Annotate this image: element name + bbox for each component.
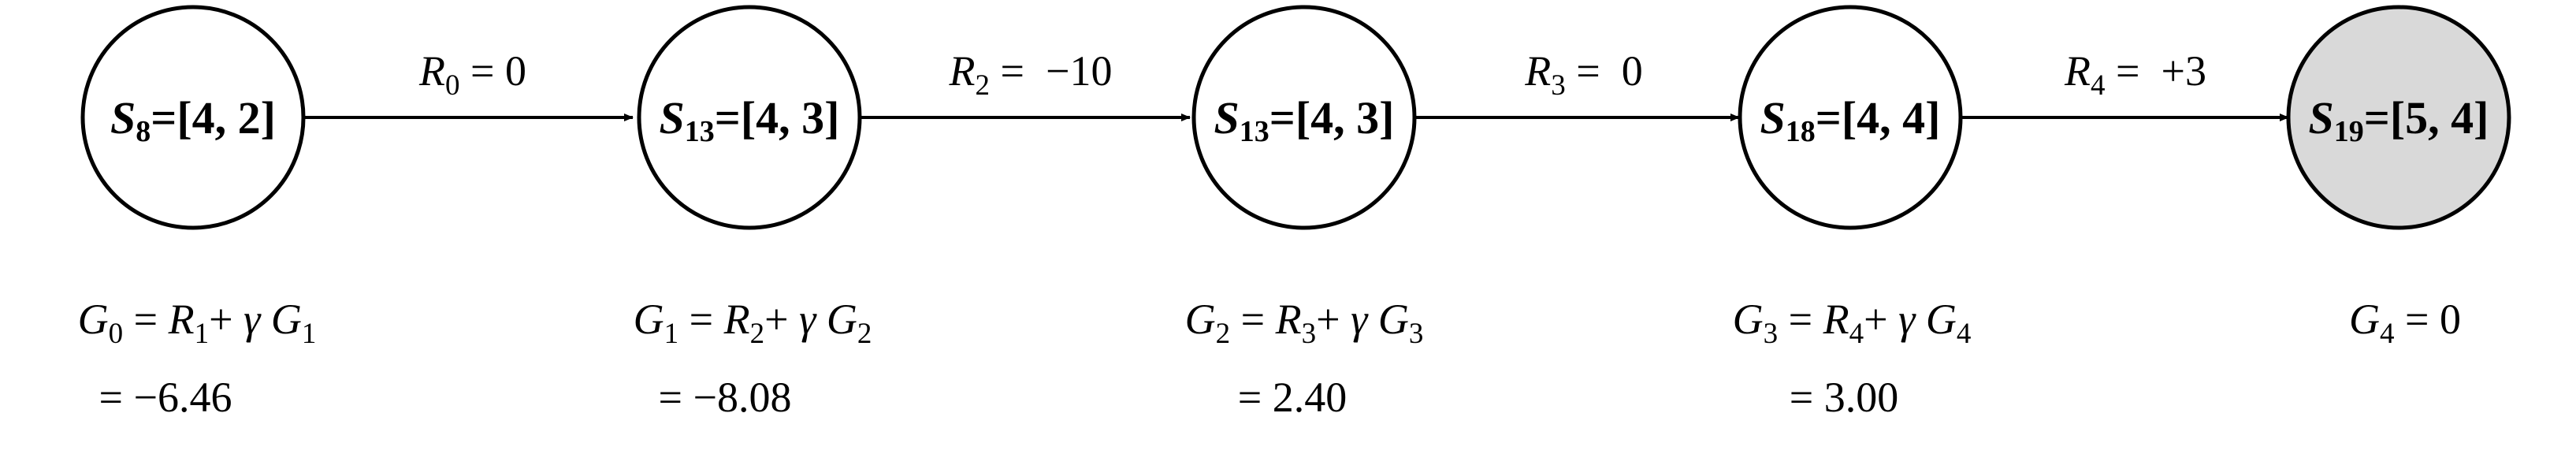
return-equation-2: G1 = R2+ γ G2 = −8.08 — [634, 296, 872, 421]
state-node-2: S13=[4, 3] — [637, 5, 862, 230]
return-equation-1: G0 = R1+ γ G1 = −6.46 — [78, 296, 317, 421]
return-value: = 3.00 — [1790, 374, 1898, 421]
return-value: = 2.40 — [1238, 374, 1347, 421]
edge-labels: R0 = 0 R2 = −10 R3 = 0 R4 = +3 — [418, 47, 2206, 102]
state-node-1: S8=[4, 2] — [80, 5, 306, 230]
return-formula: G1 = R2+ γ G2 — [634, 296, 872, 350]
state-node-4: S18=[4, 4] — [1738, 5, 1963, 230]
state-node-circle — [1738, 5, 1963, 230]
terminal-state-circle — [2286, 5, 2511, 230]
return-value: = −8.08 — [659, 374, 792, 421]
return-formula: G3 = R4+ γ G4 — [1733, 296, 1972, 350]
state-node-circle — [80, 5, 306, 230]
return-value: = −6.46 — [99, 374, 232, 421]
terminal-state-node: S19=[5, 4] — [2286, 5, 2511, 230]
state-node-label: S19=[5, 4] — [2309, 92, 2489, 148]
return-equations: G0 = R1+ γ G1 = −6.46 G1 = R2+ γ G2 = −8… — [78, 296, 2461, 421]
state-nodes: S8=[4, 2] S13=[4, 3] S13=[4, 3] S18=[4, … — [80, 5, 2511, 230]
state-node-3: S13=[4, 3] — [1191, 5, 1417, 230]
edge-reward-label-1: R0 = 0 — [418, 47, 526, 102]
return-equation-4: G3 = R4+ γ G4 = 3.00 — [1733, 296, 1972, 421]
edge-reward-label-3: R3 = 0 — [1524, 47, 1642, 102]
state-node-circle — [1191, 5, 1417, 230]
edge-reward-label-4: R4 = +3 — [2064, 47, 2206, 102]
return-formula: G2 = R3+ γ G3 — [1185, 296, 1424, 350]
edge-reward-label-2: R2 = −10 — [949, 47, 1113, 102]
state-node-label: S8=[4, 2] — [110, 92, 276, 148]
terminal-return-equation: G4 = 0 — [2349, 296, 2461, 350]
state-node-label: S18=[4, 4] — [1760, 92, 1941, 148]
state-node-label: S13=[4, 3] — [1214, 92, 1395, 148]
terminal-return-formula: G4 = 0 — [2349, 296, 2461, 350]
return-formula: G0 = R1+ γ G1 — [78, 296, 317, 350]
return-equation-3: G2 = R3+ γ G3 = 2.40 — [1185, 296, 1424, 421]
state-node-circle — [637, 5, 862, 230]
state-node-label: S13=[4, 3] — [660, 92, 840, 148]
